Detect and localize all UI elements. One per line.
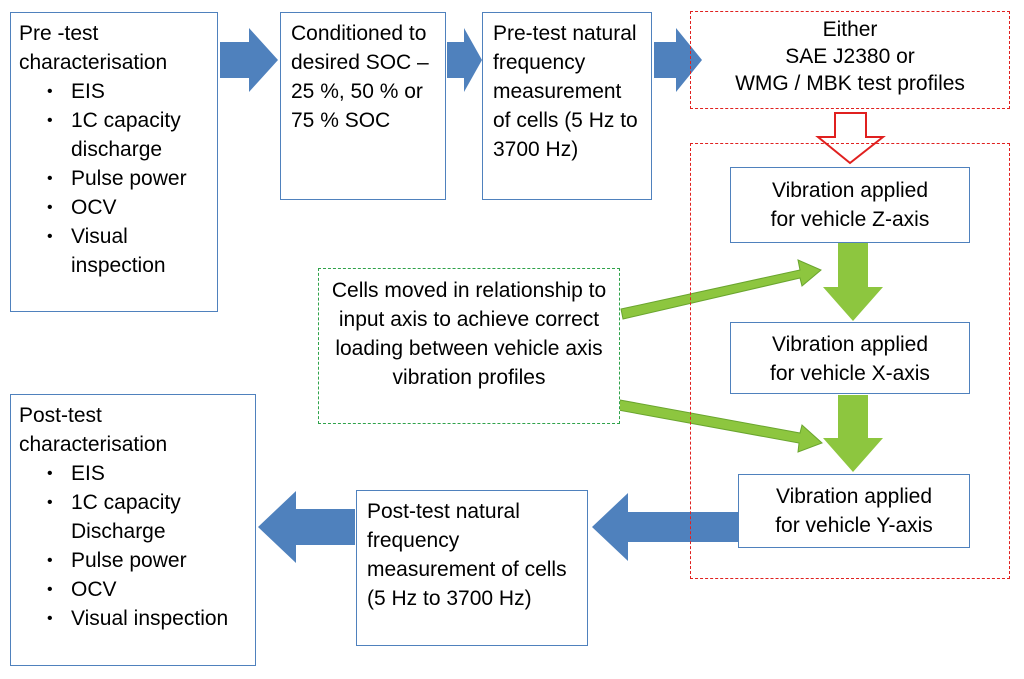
post-test-frequency-box: Post-test natural frequency measurement … bbox=[356, 490, 588, 646]
pre-test-item-capacity: 1C capacity discharge bbox=[19, 106, 209, 164]
profiles-line-3: WMG / MBK test profiles bbox=[735, 72, 965, 95]
profiles-line-2: SAE J2380 or bbox=[785, 45, 915, 68]
vibration-z-line-1: Vibration applied bbox=[771, 179, 929, 202]
cells-moved-text: Cells moved in relationship to input axi… bbox=[331, 279, 607, 389]
post-test-title-line-1: Post-test bbox=[19, 404, 102, 427]
arrow-profiles-down bbox=[815, 112, 886, 165]
vibration-y-box: Vibration applied for vehicle Y-axis bbox=[738, 474, 970, 548]
arrow-pretest-to-conditioned bbox=[220, 28, 278, 92]
profiles-line-1: Either bbox=[822, 18, 878, 41]
arrow-postfreq-to-posttest bbox=[258, 491, 355, 563]
vibration-x-line-2: for vehicle X-axis bbox=[770, 362, 930, 385]
vibration-x-box: Vibration applied for vehicle X-axis bbox=[730, 322, 970, 394]
pre-test-frequency-box: Pre-test natural frequency measurement o… bbox=[482, 12, 652, 200]
arrow-cells-to-vib-z bbox=[620, 259, 822, 320]
vibration-dashed-frame bbox=[690, 143, 1010, 579]
conditioned-box: Conditioned to desired SOC – 25 %, 50 % … bbox=[280, 12, 446, 200]
profiles-dashed-frame bbox=[690, 11, 1010, 109]
pre-test-title-line-1: Pre -test bbox=[19, 22, 99, 45]
arrow-cells-to-vib-y bbox=[617, 399, 823, 453]
cells-moved-box: Cells moved in relationship to input axi… bbox=[318, 268, 620, 424]
pre-test-list: EIS 1C capacity discharge Pulse power OC… bbox=[19, 77, 209, 280]
arrow-conditioned-to-prefreq bbox=[447, 28, 482, 92]
post-test-item-eis: EIS bbox=[19, 459, 247, 488]
pre-test-item-eis: EIS bbox=[19, 77, 209, 106]
pre-test-characterisation-box: Pre -test characterisation EIS 1C capaci… bbox=[10, 12, 218, 312]
post-test-item-visual: Visual inspection bbox=[19, 604, 247, 633]
pre-test-frequency-text: Pre-test natural frequency measurement o… bbox=[493, 22, 638, 161]
post-test-list: EIS 1C capacity Discharge Pulse power OC… bbox=[19, 459, 247, 633]
vibration-z-box: Vibration applied for vehicle Z-axis bbox=[730, 167, 970, 243]
post-test-frequency-text: Post-test natural frequency measurement … bbox=[367, 500, 567, 610]
post-test-title-line-2: characterisation bbox=[19, 433, 168, 456]
arrow-z-to-x bbox=[823, 243, 883, 321]
post-test-item-capacity: 1C capacity Discharge bbox=[19, 488, 247, 546]
vibration-y-line-2: for vehicle Y-axis bbox=[775, 514, 933, 537]
profiles-text: Either SAE J2380 or WMG / MBK test profi… bbox=[694, 16, 1006, 97]
post-test-item-pulse: Pulse power bbox=[19, 546, 247, 575]
pre-test-item-visual: Visual inspection bbox=[19, 222, 209, 280]
pre-test-title-line-2: characterisation bbox=[19, 51, 168, 74]
pre-test-item-pulse: Pulse power bbox=[19, 164, 209, 193]
vibration-y-line-1: Vibration applied bbox=[775, 485, 933, 508]
conditioned-text: Conditioned to desired SOC – 25 %, 50 % … bbox=[291, 22, 429, 132]
post-test-characterisation-box: Post-test characterisation EIS 1C capaci… bbox=[10, 394, 256, 666]
post-test-item-ocv: OCV bbox=[19, 575, 247, 604]
arrow-prefreq-to-profiles bbox=[654, 28, 702, 92]
pre-test-item-ocv: OCV bbox=[19, 193, 209, 222]
vibration-x-line-1: Vibration applied bbox=[771, 333, 929, 356]
vibration-z-line-2: for vehicle Z-axis bbox=[770, 208, 930, 231]
arrow-viby-to-postfreq bbox=[592, 493, 738, 561]
arrow-x-to-y bbox=[823, 395, 883, 472]
